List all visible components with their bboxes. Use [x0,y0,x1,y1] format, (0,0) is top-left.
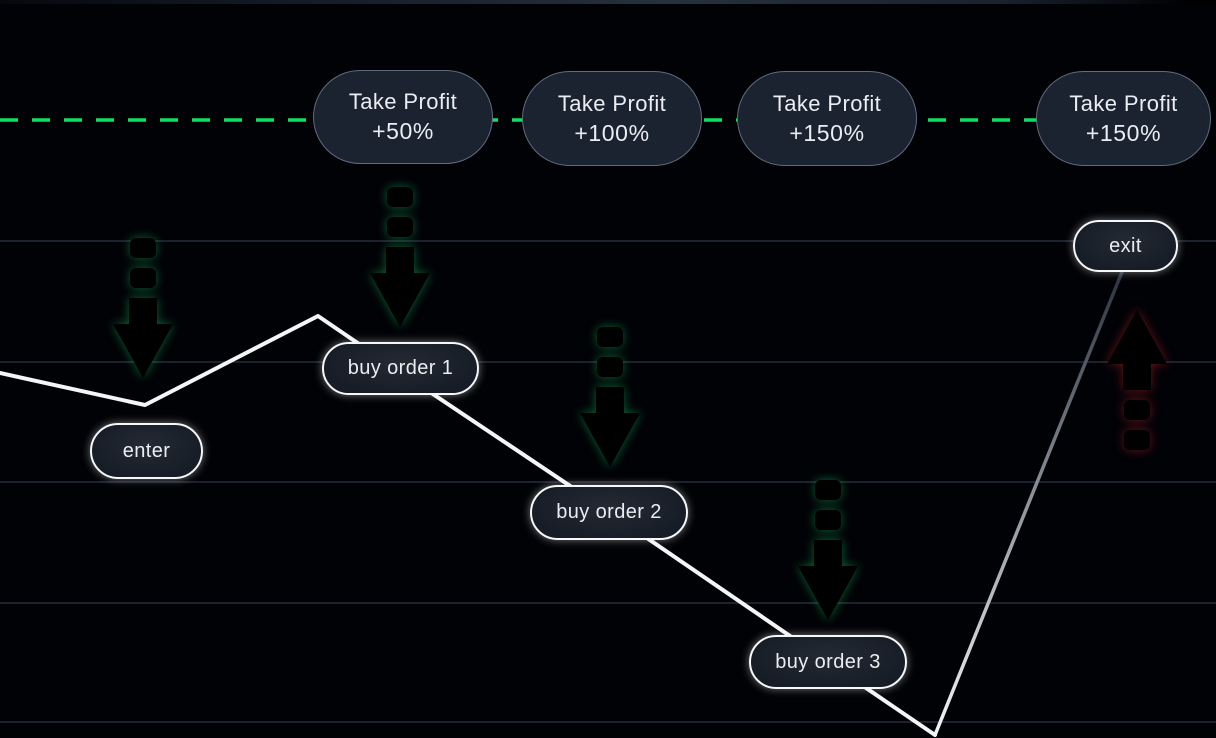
take-profit-pill-4: Take Profit +150% [1036,71,1211,166]
take-profit-title: Take Profit [1069,90,1178,116]
buy-order-2-label: buy order 2 [556,501,662,523]
buy-order-2-marker-pill: buy order 2 [530,485,688,540]
take-profit-pill-1: Take Profit +50% [313,70,493,164]
take-profit-value: +100% [574,119,650,146]
exit-arrow-up-icon [1107,310,1167,450]
window-top-edge [0,0,1216,4]
take-profit-value: +150% [789,119,865,146]
take-profit-title: Take Profit [557,90,667,116]
buy-order-3-marker-pill: buy order 3 [749,635,907,689]
buy-order-3-label: buy order 3 [775,650,881,673]
buy-order-1-arrow-down-icon [370,187,430,327]
take-profit-pill-3: Take Profit +150% [737,71,917,166]
take-profit-pill-2: Take Profit +100% [522,71,702,166]
exit-marker-label: exit [1109,234,1142,257]
enter-marker-label: enter [122,439,171,462]
buy-order-1-marker-pill: buy order 1 [322,342,479,395]
gridlines [0,240,1216,723]
take-profit-value: +50% [372,118,434,144]
price-line-exit-fade [933,270,1124,737]
buy-order-1-label: buy order 1 [347,357,454,379]
enter-arrow-down-icon [113,238,173,378]
buy-order-2-arrow-down-icon [580,327,640,467]
take-profit-title: Take Profit [772,90,882,116]
exit-marker-pill: exit [1073,220,1178,272]
take-profit-title: Take Profit [348,89,458,114]
take-profit-value: +150% [1085,119,1162,146]
enter-marker-pill: enter [90,423,203,479]
buy-order-3-arrow-down-icon [798,480,858,620]
